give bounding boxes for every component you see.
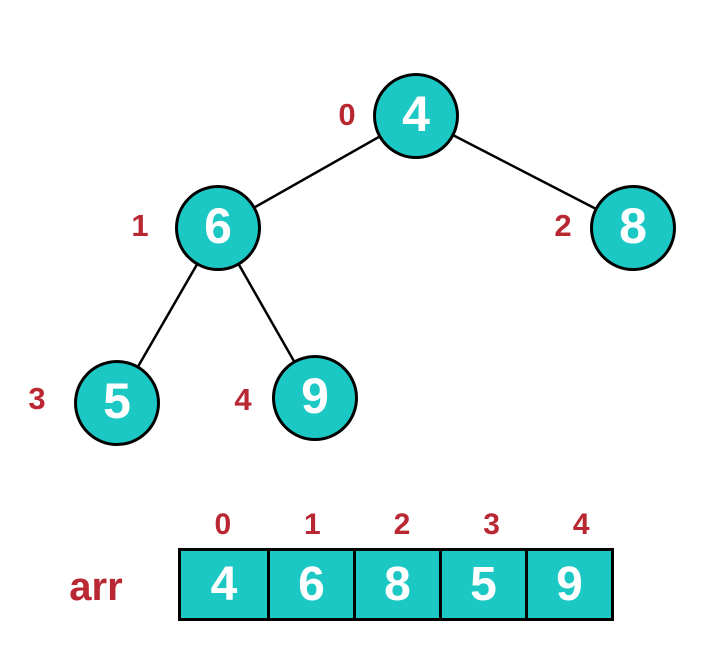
tree-node-value-2: 8	[619, 198, 647, 254]
array-cell-3: 5	[439, 551, 525, 618]
tree-index-label-2: 2	[554, 208, 572, 243]
array-index-1: 1	[304, 508, 321, 541]
tree-index-label-3: 3	[28, 381, 46, 416]
tree-index-label-0: 0	[338, 97, 356, 132]
array-cell-0: 4	[181, 551, 267, 618]
array-index-3: 3	[483, 508, 500, 541]
tree-node-0: 4	[373, 73, 459, 159]
tree-index-label-1: 1	[131, 208, 149, 243]
array-cell-2: 8	[353, 551, 439, 618]
tree-node-3: 5	[74, 360, 160, 446]
array-index-2: 2	[393, 508, 411, 541]
array-index-4: 4	[572, 508, 590, 541]
array-index-0: 0	[214, 508, 232, 541]
array-label: arr	[69, 565, 123, 609]
tree-node-4: 9	[272, 355, 358, 441]
tree-node-value-1: 6	[204, 198, 232, 254]
array-row: 4 6 8 5 9	[178, 548, 614, 621]
tree-index-label-4: 4	[234, 382, 252, 417]
array-index-row: 0 1 2 3 4	[178, 510, 626, 540]
tree-node-1: 6	[175, 185, 261, 271]
array-cell-1: 6	[267, 551, 353, 618]
tree-node-value-3: 5	[103, 373, 131, 429]
tree-node-2: 8	[590, 185, 676, 271]
tree-node-value-0: 4	[402, 86, 430, 142]
tree-node-value-4: 9	[301, 368, 329, 424]
array-cell-4: 9	[525, 551, 611, 618]
